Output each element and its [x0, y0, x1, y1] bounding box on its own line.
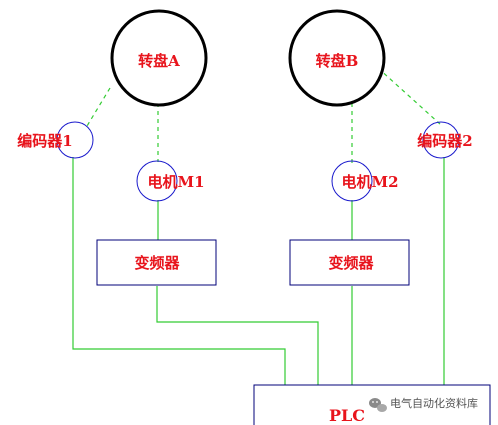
watermark: 电气自动化资料库: [369, 396, 478, 412]
motor-m1-circle: [136, 160, 178, 202]
vfd-1-label: 变频器: [134, 254, 180, 272]
encoder-1-label: 编码器1: [17, 132, 72, 150]
encoder-2-circle: [422, 121, 460, 159]
encoder1-coupling: [86, 87, 111, 127]
turntable-a-circle: [110, 9, 208, 107]
encoder-1-circle: [56, 121, 94, 159]
encoder1-to-plc-wire: [72, 157, 286, 385]
motor-m1: 电机M1: [136, 160, 205, 202]
vfd-1-box: [96, 239, 217, 286]
turntable-b-circle: [288, 9, 386, 107]
vfd-2-box: [289, 239, 410, 286]
mechanical-links: [86, 67, 441, 163]
encoder-1: 编码器1: [17, 121, 94, 159]
motor-m2-label: 电机M2: [341, 173, 398, 191]
plc-label: PLC: [329, 406, 365, 425]
vfd-2-label: 变频器: [328, 254, 374, 272]
encoder-2: 编码器2: [417, 121, 473, 159]
motor-m1-label: 电机M1: [147, 173, 204, 191]
wiring: [72, 157, 445, 385]
vfd1-to-plc-wire: [156, 286, 319, 385]
encoder-2-label: 编码器2: [417, 132, 472, 150]
turntable-b: 转盘B: [288, 9, 386, 107]
turntable-a: 转盘A: [110, 9, 208, 107]
watermark-text: 电气自动化资料库: [390, 396, 478, 410]
turntable-a-label: 转盘A: [138, 52, 180, 70]
motor-m2-circle: [331, 160, 373, 202]
vfd-2: 变频器: [289, 239, 410, 286]
encoder2-coupling: [377, 67, 441, 125]
wechat-logo-icon: [369, 398, 387, 412]
turntable-b-label: 转盘B: [316, 52, 359, 70]
motor-m2: 电机M2: [331, 160, 399, 202]
vfd-1: 变频器: [96, 239, 217, 286]
